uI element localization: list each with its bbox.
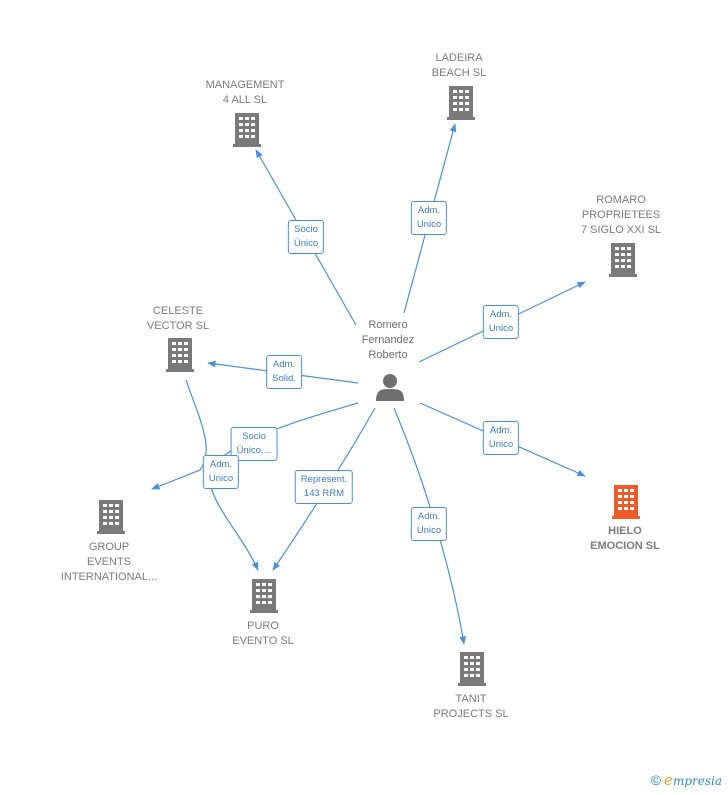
company-label-tanit[interactable]: TANIT PROJECTS SL [433, 693, 509, 720]
edges-layer [151, 123, 586, 645]
company-label-ladeira[interactable]: LADEIRA BEACH SL [431, 52, 487, 79]
footer-brand[interactable]: ©empresia [651, 771, 722, 789]
company-label-puro[interactable]: PURO EVENTO SL [232, 620, 294, 647]
company-label-romaro[interactable]: ROMARO PROPRIETEES 7 SIGLO XXI SL [580, 194, 662, 236]
building-icon[interactable] [612, 485, 640, 519]
company-label-celeste[interactable]: CELESTE VECTOR SL [146, 305, 210, 332]
company-label-management[interactable]: MANAGEMENT 4 ALL SL [205, 79, 285, 106]
company-label-group[interactable]: GROUP EVENTS INTERNATIONAL... [60, 541, 158, 583]
building-icon[interactable] [458, 652, 486, 686]
relation-label-ladeira[interactable]: Adm. Unico [410, 201, 448, 235]
relation-label-tanit[interactable]: Adm. Unico [410, 507, 448, 541]
building-icon[interactable] [97, 500, 125, 534]
nodes-layer [97, 86, 640, 686]
building-icon[interactable] [166, 338, 194, 372]
copyright-symbol: © [650, 772, 662, 788]
relation-label-celeste[interactable]: Adm. Solid. [266, 355, 302, 389]
building-icon[interactable] [609, 243, 637, 277]
building-icon[interactable] [233, 113, 261, 147]
building-icon[interactable] [447, 86, 475, 120]
company-label-hielo[interactable]: HIELO EMOCION SL [590, 525, 660, 552]
relation-label-group[interactable]: Adm. Unico [202, 455, 240, 489]
brand-logo: empresia [664, 771, 722, 789]
person-label[interactable]: Romero Fernandez Roberto [361, 319, 415, 361]
relation-label-hielo[interactable]: Adm. Unico [482, 421, 520, 455]
person-icon[interactable] [376, 374, 404, 401]
relation-label-romaro[interactable]: Adm. Unico [482, 305, 520, 339]
building-icon[interactable] [250, 579, 278, 613]
relation-edge-group [151, 379, 207, 490]
relation-label-puro[interactable]: Represent. 143 RRM [294, 470, 354, 504]
relation-label-puro[interactable]: Socio Único,... [230, 427, 278, 461]
relation-label-management[interactable]: Socio Único [287, 220, 325, 254]
